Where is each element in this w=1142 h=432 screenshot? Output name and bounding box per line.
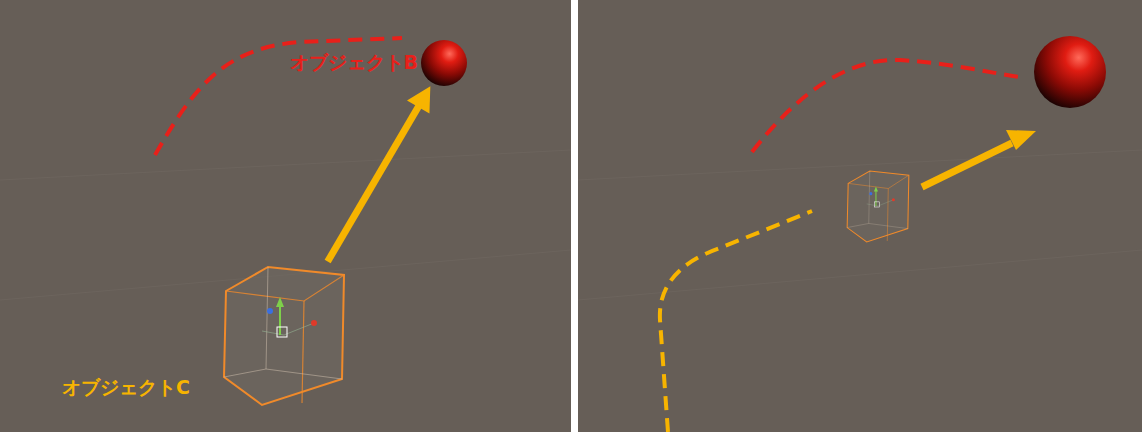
cube-object: オブジェクトC [222, 265, 346, 407]
path-trail [752, 60, 1020, 152]
arrow-head [1006, 130, 1036, 150]
direction-arrow [922, 143, 1012, 187]
cube [847, 171, 909, 242]
path-trail [660, 211, 812, 432]
arrow-head [407, 86, 430, 113]
object-label: オブジェクトC [62, 377, 190, 398]
sphere-object: オブジェクトB [421, 40, 467, 86]
cube-shape [222, 265, 346, 407]
sphere-shape [421, 40, 467, 86]
sphere [1034, 36, 1106, 108]
object-label: オブジェクトB [290, 52, 418, 73]
direction-arrow [328, 105, 420, 261]
